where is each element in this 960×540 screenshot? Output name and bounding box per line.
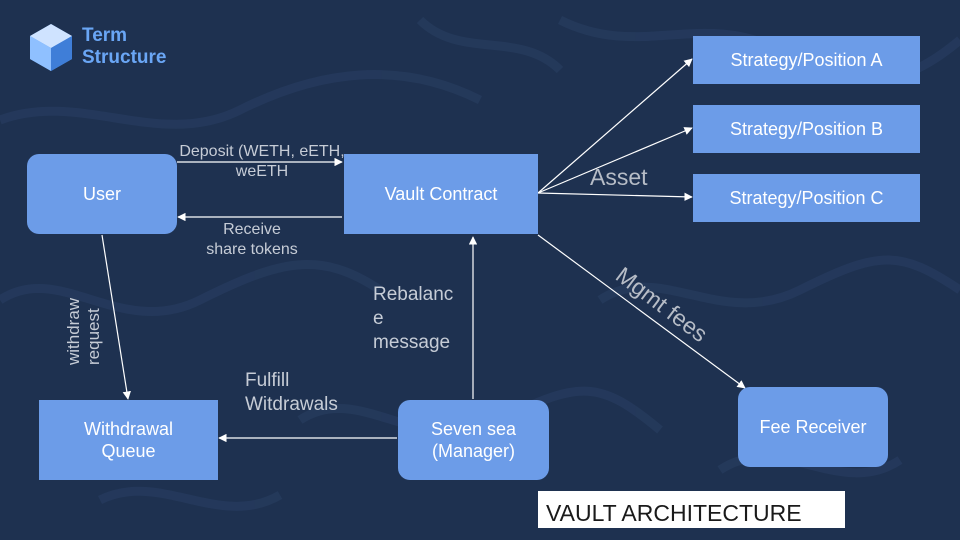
- node-withdrawal-queue-line-2: Queue: [101, 441, 156, 461]
- node-strategy-b: Strategy/Position B: [693, 105, 920, 153]
- label-rebalance-line-3: message: [373, 332, 451, 353]
- node-fee-receiver: Fee Receiver: [738, 387, 888, 467]
- brand-name: Term Structure: [82, 25, 166, 69]
- brand-logo: Term Structure: [28, 22, 166, 72]
- node-manager-line-1: Seven sea: [430, 419, 517, 439]
- hexagon-cube-icon: [30, 24, 72, 71]
- label-receive: Receive share tokens: [192, 220, 312, 260]
- brand-name-line-1: Term: [82, 25, 128, 46]
- label-deposit-line-2: weETH: [235, 163, 289, 180]
- node-strategy-b-label: Strategy/Position B: [729, 119, 884, 139]
- label-asset: Asset: [590, 164, 648, 190]
- node-user: User: [27, 154, 177, 234]
- label-withdraw-request-line-1: withdraw: [64, 297, 83, 365]
- label-withdraw-request: withdraw request: [64, 298, 104, 365]
- diagram-title-text: VAULT ARCHITECTURE: [546, 500, 802, 526]
- label-rebalance: Rebalanc e message: [373, 283, 453, 355]
- label-receive-line-2: share tokens: [206, 241, 298, 258]
- label-rebalance-line-1: Rebalanc: [373, 284, 454, 305]
- label-rebalance-line-2: e: [373, 308, 384, 329]
- node-fee-receiver-label: Fee Receiver: [759, 417, 867, 437]
- node-manager-line-2: (Manager): [431, 441, 516, 461]
- label-withdraw-request-line-2: request: [84, 308, 103, 365]
- node-strategy-a-label: Strategy/Position A: [730, 50, 883, 70]
- diagram-title: VAULT ARCHITECTURE: [538, 491, 845, 528]
- node-strategy-c: Strategy/Position C: [693, 174, 920, 222]
- node-vault-contract-label: Vault Contract: [384, 184, 498, 204]
- node-strategy-c-label: Strategy/Position C: [729, 188, 884, 208]
- brand-name-line-2: Structure: [82, 47, 167, 68]
- label-fulfill-line-2: Witdrawals: [245, 394, 338, 415]
- label-fulfill: Fulfill Witdrawals: [245, 369, 338, 417]
- node-user-label: User: [82, 184, 121, 204]
- node-vault-contract: Vault Contract: [344, 154, 538, 234]
- label-fulfill-line-1: Fulfill: [245, 370, 290, 391]
- label-deposit: Deposit (WETH, eETH, weETH: [177, 142, 347, 182]
- node-strategy-a: Strategy/Position A: [693, 36, 920, 84]
- node-manager: Seven sea (Manager): [398, 400, 549, 480]
- label-asset-text: Asset: [590, 164, 648, 190]
- label-receive-line-1: Receive: [223, 221, 281, 238]
- label-deposit-line-1: Deposit (WETH, eETH,: [179, 143, 345, 160]
- node-withdrawal-queue: Withdrawal Queue: [39, 400, 218, 480]
- node-withdrawal-queue-line-1: Withdrawal: [83, 419, 174, 439]
